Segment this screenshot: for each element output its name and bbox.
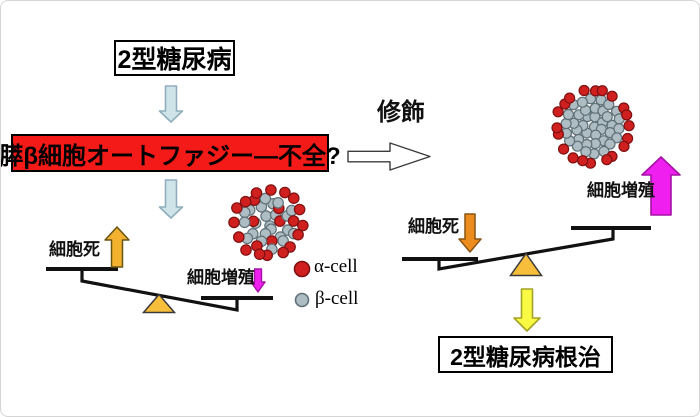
proliferation-down-arrow bbox=[250, 268, 266, 293]
alpha-cell-dot bbox=[233, 231, 245, 243]
beta-cell-dot bbox=[601, 111, 613, 123]
cure-box: 2型糖尿病根治 bbox=[438, 336, 613, 373]
beta-cell-dot bbox=[238, 216, 251, 229]
beta-cell-dot bbox=[560, 117, 572, 130]
left-cell-death-label: 細胞死 bbox=[49, 240, 100, 259]
alpha-cell-dot bbox=[567, 152, 579, 164]
alpha-cell-dot bbox=[606, 90, 618, 102]
alpha-cell-dot bbox=[577, 155, 589, 167]
flow-down-arrow-1 bbox=[158, 85, 184, 123]
beta-cell-dot bbox=[259, 192, 272, 205]
islet-cluster-left bbox=[228, 184, 309, 262]
beta-cell-dot bbox=[576, 96, 589, 108]
cell-death-up-arrow bbox=[104, 226, 130, 268]
alpha-cell-dot bbox=[596, 85, 608, 97]
right-cell-death-label: 細胞死 bbox=[408, 217, 459, 236]
diabetes-box-label: 2型糖尿病 bbox=[117, 46, 232, 74]
alpha-cell-dot bbox=[239, 195, 252, 208]
beta-cell-dot bbox=[611, 132, 623, 144]
autophagy-box: 膵β細胞オートファジー―不全? bbox=[1, 134, 341, 172]
alpha-cell-dot bbox=[231, 202, 243, 214]
alpha-cell-legend-dot bbox=[293, 260, 311, 278]
beta-cell-dot bbox=[604, 138, 616, 150]
beta-cell-legend-dot bbox=[294, 292, 310, 308]
cell-death-down-arrow bbox=[458, 213, 482, 253]
proliferation-up-arrow bbox=[641, 156, 681, 216]
alpha-cell-dot bbox=[287, 192, 300, 204]
flow-down-arrow-2 bbox=[158, 179, 184, 219]
alpha-cell-dot bbox=[293, 203, 306, 216]
autophagy-box-label: 膵β細胞オートファジー―不全? bbox=[0, 142, 341, 170]
alpha-cell-dot bbox=[240, 244, 252, 256]
alpha-cell-dot bbox=[292, 228, 304, 241]
alpha-cell-dot bbox=[551, 122, 563, 134]
beta-cell-legend-label: β-cell bbox=[315, 288, 359, 309]
cure-down-arrow bbox=[513, 288, 541, 332]
alpha-cell-dot bbox=[287, 215, 300, 227]
alpha-cell-legend-label: α-cell bbox=[314, 256, 358, 277]
modification-arrow bbox=[347, 142, 431, 171]
alpha-cell-dot bbox=[228, 216, 240, 229]
alpha-cell-dot bbox=[279, 186, 291, 199]
right-fulcrum-triangle bbox=[509, 252, 543, 277]
right-proliferation-label: 細胞増殖 bbox=[587, 181, 655, 200]
alpha-cell-dot bbox=[296, 219, 309, 232]
left-proliferation-label: 細胞増殖 bbox=[187, 268, 255, 287]
alpha-cell-dot bbox=[563, 92, 576, 104]
islet-cluster-right bbox=[551, 84, 635, 169]
beta-cell-dot bbox=[613, 122, 625, 135]
right-seesaw bbox=[402, 226, 651, 277]
beta-cell-dot bbox=[272, 197, 284, 209]
left-fulcrum-triangle bbox=[141, 293, 177, 314]
alpha-cell-dot bbox=[250, 187, 263, 199]
beta-cell-dot bbox=[562, 108, 575, 121]
alpha-cell-dot bbox=[557, 143, 570, 155]
alpha-cell-dot bbox=[621, 109, 633, 121]
beta-cell-dot bbox=[571, 140, 584, 152]
modification-label: 修飾 bbox=[377, 99, 425, 126]
left-seesaw bbox=[46, 267, 273, 314]
alpha-cell-dot bbox=[618, 140, 630, 152]
alpha-cell-dot bbox=[277, 246, 289, 259]
alpha-cell-dot bbox=[623, 120, 635, 132]
alpha-cell-dot bbox=[552, 106, 564, 118]
alpha-cell-dot bbox=[253, 248, 266, 260]
diabetes-box: 2型糖尿病 bbox=[114, 40, 235, 76]
cure-box-label: 2型糖尿病根治 bbox=[450, 343, 601, 370]
alpha-cell-dot bbox=[578, 84, 590, 97]
alpha-cell-dot bbox=[265, 184, 277, 196]
alpha-cell-dot bbox=[601, 154, 613, 166]
